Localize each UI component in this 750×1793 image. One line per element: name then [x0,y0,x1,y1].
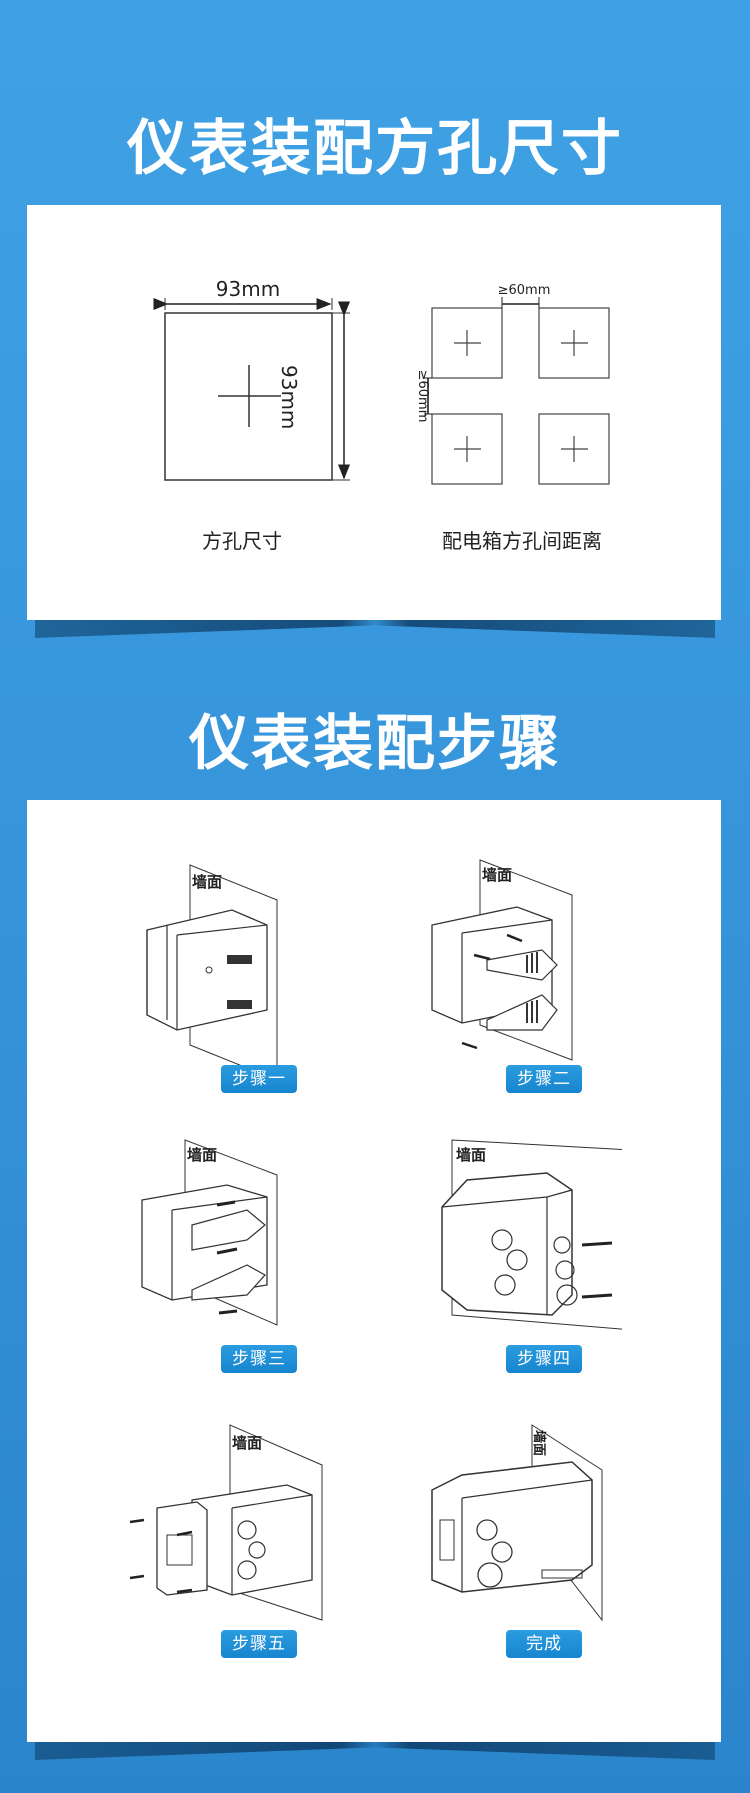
meter-illustration-step-2: 墙面 [431,859,573,1061]
meter-illustration-complete: 墙面 [431,1424,603,1622]
svg-text:墙面: 墙面 [232,1434,262,1452]
step-badge-complete: 完成 [506,1630,582,1658]
svg-text:墙面: 墙面 [456,1146,486,1164]
step-badge-3: 步骤三 [221,1345,297,1373]
step-complete: 墙面 完成 [422,1420,682,1690]
meter-illustration-step-1: 墙面 [146,864,278,1070]
step-badge-4: 步骤四 [506,1345,582,1373]
svg-text:墙面: 墙面 [187,1146,217,1164]
card-shadow [35,1742,715,1760]
step-badge-2: 步骤二 [506,1065,582,1093]
svg-text:墙面: 墙面 [531,1430,547,1456]
hole-spacing-diagram: ≥60mm ≥60mm [415,283,610,485]
step-5: 墙面 步骤五 [122,1420,382,1690]
card-shadow [35,620,715,638]
section-title-hole-size: 仪表装配方孔尺寸 [127,114,623,184]
step-2: 墙面 步骤二 [422,855,682,1125]
svg-text:墙面: 墙面 [482,866,512,884]
horizontal-gap-label: ≥60mm [498,283,551,298]
vertical-gap-label: ≥60mm [415,370,430,423]
section-title-assembly-steps: 仪表装配步骤 [189,709,561,779]
height-label: 93mm [277,365,301,430]
meter-illustration-step-4: 墙面 [441,1139,622,1330]
width-label: 93mm [216,277,280,301]
hole-size-card: 93mm 93mm ≥60mm ≥60mm 方孔尺寸 配电箱方孔间距离 [27,205,721,620]
step-3: 墙面 步骤三 [137,1135,397,1405]
meter-illustration-step-5: 墙面 [129,1424,323,1621]
assembly-steps-card: 墙面 步骤一 墙面 步骤二 墙面 [27,800,721,1742]
caption-hole-spacing: 配电箱方孔间距离 [442,529,602,553]
step-badge-5: 步骤五 [221,1630,297,1658]
svg-text:墙面: 墙面 [192,873,222,891]
meter-illustration-step-3: 墙面 [141,1139,278,1326]
step-1: 墙面 步骤一 [137,855,397,1125]
step-badge-1: 步骤一 [221,1065,297,1093]
step-4: 墙面 步骤四 [422,1135,682,1405]
caption-square-hole: 方孔尺寸 [202,529,282,553]
square-hole-diagram: 93mm [153,277,350,481]
